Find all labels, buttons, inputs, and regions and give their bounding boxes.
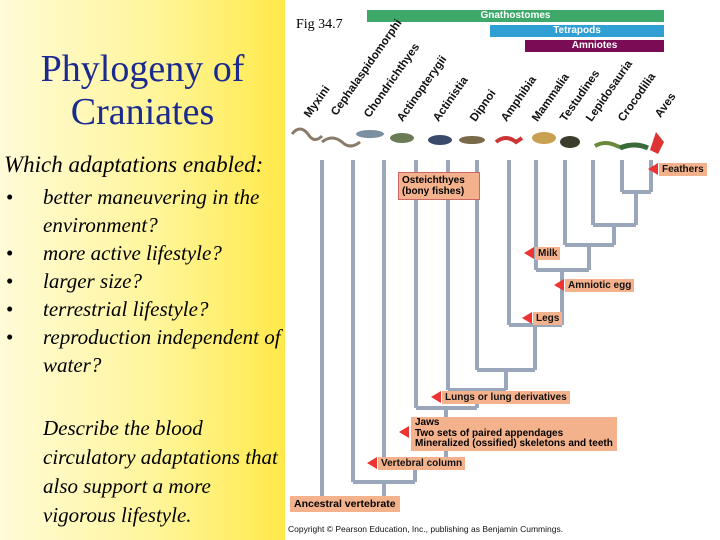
figure-label: Fig 34.7 <box>296 17 343 32</box>
osteichthyes-label: Osteichthyes (bony fishes) <box>398 172 480 200</box>
bullet-symbol: • <box>6 241 14 265</box>
crocodile-icon <box>619 142 649 151</box>
ancestral-vertebrate-label: Ancestral vertebrate <box>290 496 400 512</box>
left-panel: Phylogeny of Craniates Which adaptations… <box>0 0 285 540</box>
bullet-text: more active lifestyle? <box>43 241 222 265</box>
question-bullets: •better maneuvering in the environment? … <box>4 183 286 379</box>
ray-finned-fish-icon <box>390 133 414 143</box>
bullet-item: • larger size? <box>4 267 286 295</box>
bird-icon <box>650 132 664 154</box>
vertebral-arrow-icon <box>367 457 377 469</box>
trait-lungs: Lungs or lung derivatives <box>442 391 570 404</box>
trait-feathers: Feathers <box>659 163 707 176</box>
trait-milk: Milk <box>535 247 561 260</box>
blood-question: Describe the blood circulatory adaptatio… <box>43 416 278 527</box>
title-line-2: Craniates <box>70 91 215 133</box>
trait-amniotic-egg: Amniotic egg <box>565 279 635 292</box>
lizard-icon <box>593 141 624 150</box>
shark-icon <box>356 130 384 138</box>
bullet-text: terrestrial lifestyle? <box>43 297 209 321</box>
legs-arrow-icon <box>522 312 532 324</box>
coelacanth-icon <box>428 135 452 145</box>
bullet-symbol: • <box>6 325 14 349</box>
trait-legs: Legs <box>533 312 563 325</box>
bullet-symbol: • <box>6 297 14 321</box>
trait-mineralized-skeleton: Mineralized (ossified) skeletons and tee… <box>415 438 613 449</box>
hagfish-icon <box>290 127 324 141</box>
amniotic-egg-arrow-icon <box>554 279 564 291</box>
bullet-text: reproduction independent of water? <box>43 325 281 377</box>
feathers-arrow-icon <box>648 163 658 175</box>
bullet-symbol: • <box>6 269 14 293</box>
bullet-item: • terrestrial lifestyle? <box>4 295 286 323</box>
bullet-text: larger size? <box>43 269 142 293</box>
lamprey-icon <box>321 136 361 148</box>
tetrapods-bar: Tetrapods <box>490 25 664 37</box>
bullet-symbol: • <box>6 185 14 209</box>
question-intro: Which adaptations enabled: <box>4 152 264 177</box>
mammal-icon <box>532 132 556 144</box>
osteichthyes-line2: (bony fishes) <box>402 186 465 197</box>
trait-vertebral-column: Vertebral column <box>378 457 466 470</box>
turtle-icon <box>560 136 580 148</box>
gnathostomes-bar: Gnathostomes <box>367 10 664 22</box>
bullet-item: • reproduction independent of water? <box>4 323 286 379</box>
osteichthyes-line1: Osteichthyes <box>402 175 465 186</box>
trait-jaws-group: Jaws Two sets of paired appendages Miner… <box>411 417 617 451</box>
amniotes-bar: Amniotes <box>525 40 664 52</box>
bullet-text: better maneuvering in the environment? <box>43 185 260 237</box>
lungs-arrow-icon <box>431 391 441 403</box>
bullet-item: • more active lifestyle? <box>4 239 286 267</box>
trait-jaws: Jaws <box>415 417 440 428</box>
animal-icons <box>290 127 664 154</box>
trait-paired-appendages: Two sets of paired appendages <box>415 427 564 439</box>
slide-title: Phylogeny of Craniates <box>0 48 285 134</box>
salamander-icon <box>494 136 524 145</box>
milk-arrow-icon <box>524 247 534 259</box>
title-line-1: Phylogeny of <box>40 48 245 90</box>
lungfish-icon <box>459 136 485 144</box>
jaws-arrow-icon <box>399 426 409 438</box>
bullet-item: • better maneuvering in the environment? <box>4 183 286 239</box>
copyright-notice: Copyright © Pearson Education, Inc., pub… <box>288 524 564 534</box>
